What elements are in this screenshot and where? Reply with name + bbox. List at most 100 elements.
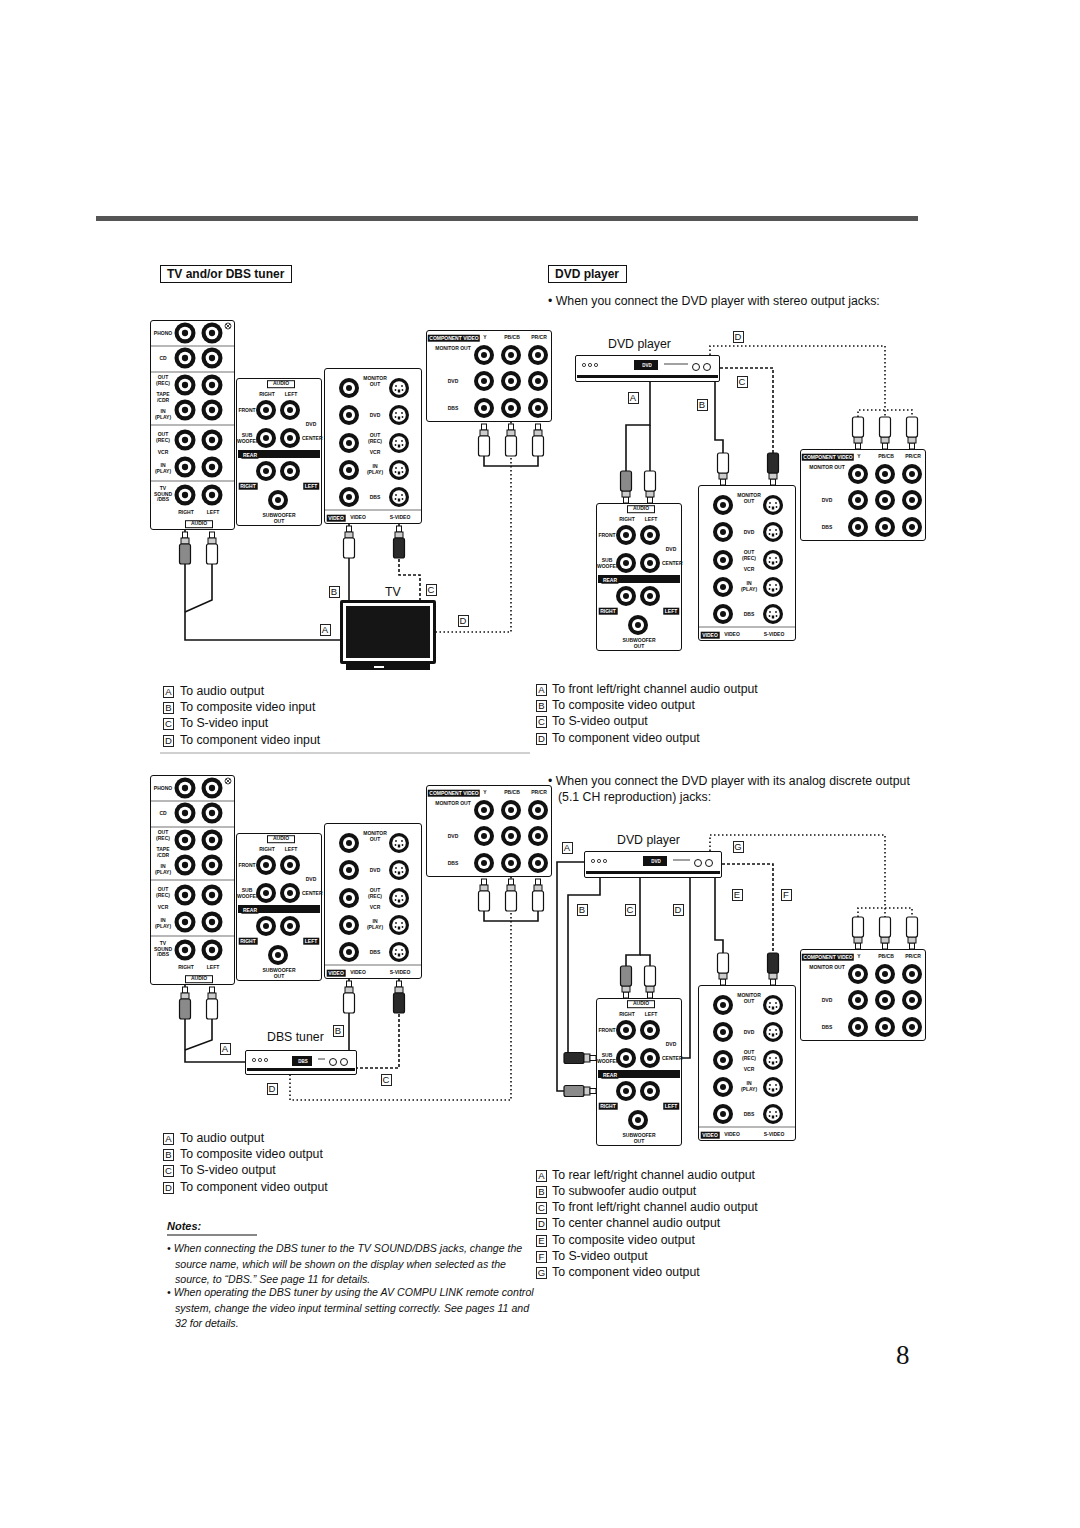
s-video-jack-face: [766, 1025, 780, 1039]
cable-wire: [185, 564, 212, 612]
device-button: [264, 1058, 267, 1061]
component-video-panel: COMPONENT VIDEOYPB/CBPR/CRMONITOR OUTDVD…: [426, 785, 552, 877]
device-knob: [706, 860, 713, 867]
s-video-pin: [775, 1002, 777, 1004]
callout-letter: A: [536, 684, 547, 696]
s-video-jack: [763, 550, 783, 570]
s-video-pin: [769, 506, 771, 508]
plug-body: [180, 544, 191, 564]
legend-text: To composite video output: [552, 698, 695, 713]
rca-jack-insulator: [852, 1021, 864, 1033]
s-video-jack-face: [392, 863, 406, 877]
s-video-pin: [776, 1061, 778, 1063]
rca-jack: [501, 826, 521, 846]
rca-jack-insulator: [478, 804, 490, 816]
label-strip-rule: [325, 965, 421, 966]
rca-jack-pin: [481, 860, 487, 866]
device-base-strip: [577, 375, 718, 378]
jack-label: DVD: [304, 422, 318, 428]
rca-jack-pin: [287, 923, 293, 929]
plug-collar: [646, 491, 654, 497]
rca-jack: [280, 855, 300, 875]
rca-jack-insulator: [206, 379, 219, 392]
s-video-pin: [395, 867, 397, 869]
rca-jack: [713, 495, 733, 515]
rca-jack-insulator: [478, 349, 490, 361]
jack-label: DVD: [304, 877, 318, 883]
callout-letter: C: [426, 584, 437, 596]
s-video-pin: [776, 1088, 778, 1090]
jack-label: RIGHT: [176, 510, 196, 516]
plug-collar: [622, 491, 630, 497]
rca-jack-pin: [508, 860, 514, 866]
rca-jack: [474, 853, 494, 873]
tv-badge: [374, 666, 384, 668]
s-video-jack: [389, 378, 409, 398]
plug-collar: [395, 532, 403, 538]
jack-label: DBS: [365, 950, 385, 956]
s-video-key: [772, 562, 774, 565]
rca-jack: [875, 990, 895, 1010]
jack-label: IN (PLAY): [738, 581, 760, 592]
rca-jack: [616, 1048, 636, 1068]
rca-jack-pin: [346, 949, 352, 955]
legend-text: To S-video output: [552, 714, 648, 729]
device-button: [258, 1058, 261, 1061]
s-video-pin: [769, 588, 771, 590]
plug-body: [768, 453, 779, 473]
jack-label: LEFT: [641, 1012, 661, 1018]
jack-label: MONITOR OUT: [807, 465, 847, 471]
rca-jack: [616, 1081, 636, 1101]
s-video-key: [398, 499, 400, 502]
rca-jack: [474, 800, 494, 820]
s-video-pin: [402, 498, 404, 500]
rca-jack-insulator: [717, 1081, 729, 1093]
group-divider: [151, 936, 234, 937]
jack-label: CD: [152, 811, 174, 817]
jack-label: VIDEO: [701, 1132, 720, 1139]
device-button: [582, 363, 585, 366]
tv-screen: [346, 606, 430, 658]
s-video-jack-face: [766, 1107, 780, 1121]
plug-body: [479, 436, 490, 456]
group-divider: [151, 425, 234, 426]
jack-label: LEFT: [663, 1103, 679, 1110]
device-knob: [330, 1059, 337, 1066]
rca-jack-pin: [720, 1029, 726, 1035]
jack-label: DBS: [739, 1112, 759, 1118]
s-video-key: [772, 1007, 774, 1010]
s-video-pin: [395, 926, 397, 928]
jack-label: DVD: [365, 868, 385, 874]
rca-jack-insulator: [206, 434, 219, 447]
jack-label: REAR: [601, 577, 618, 584]
rca-jack-insulator: [532, 349, 544, 361]
rca-jack-insulator: [505, 349, 517, 361]
callout-letter: A: [163, 686, 174, 698]
rca-jack: [875, 517, 895, 537]
jack-label: DBS: [819, 1025, 835, 1031]
rca-jack-insulator: [505, 402, 517, 414]
jack-label: S-VIDEO: [386, 970, 414, 976]
s-video-jack: [763, 495, 783, 515]
jack-label: REAR: [601, 1072, 618, 1079]
plug-collar: [208, 538, 216, 544]
rca-jack-pin: [508, 352, 514, 358]
rca-jack-pin: [182, 355, 188, 361]
jack-label: VCR: [152, 905, 174, 911]
rca-jack-pin: [346, 840, 352, 846]
s-video-key: [772, 1089, 774, 1092]
jack-label: LEFT: [281, 392, 301, 398]
callout-letter: C: [381, 1074, 392, 1086]
rca-jack: [628, 1110, 648, 1130]
jack-label: AUDIO: [185, 975, 213, 983]
jack-label: IN (PLAY): [364, 919, 386, 930]
rca-jack-pin: [346, 412, 352, 418]
s-video-pin: [395, 471, 397, 473]
callout-letter: B: [329, 586, 340, 598]
rca-jack-insulator: [906, 994, 918, 1006]
rca-jack-insulator: [179, 807, 192, 820]
rca-jack-insulator: [644, 557, 656, 569]
cable-wire: [484, 911, 538, 921]
s-video-pin: [769, 1111, 771, 1113]
